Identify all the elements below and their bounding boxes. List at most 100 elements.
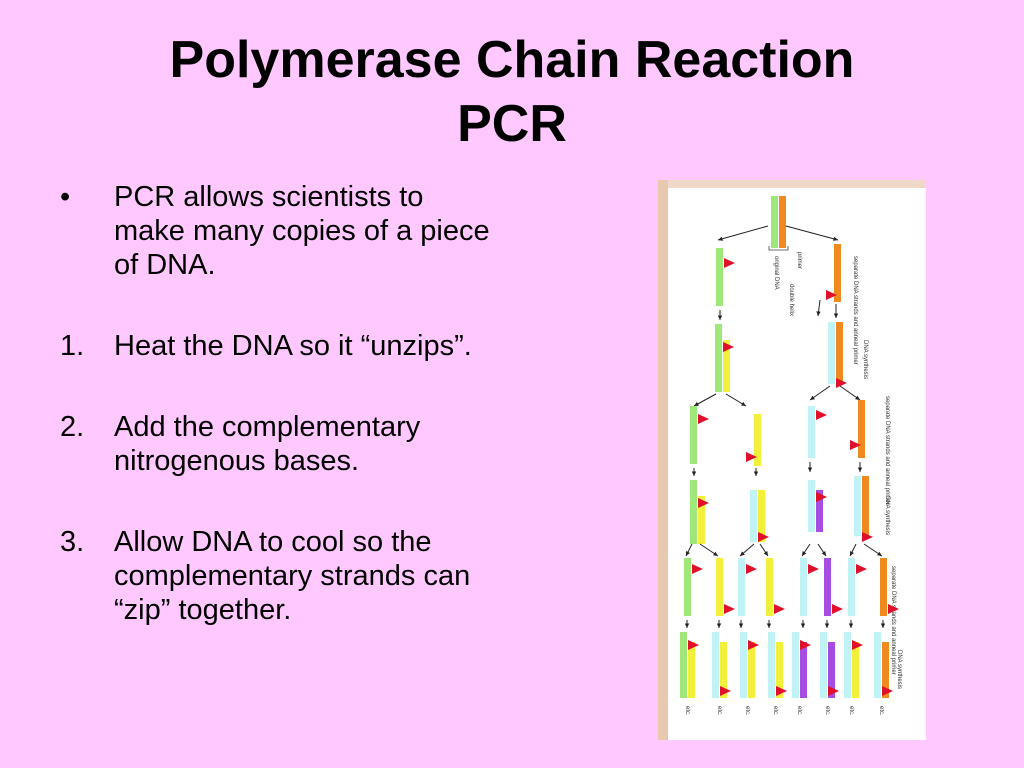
primer-mark — [688, 640, 699, 650]
dna-strand — [779, 196, 786, 248]
primer-mark — [828, 686, 839, 696]
slide-title: Polymerase Chain Reaction PCR — [0, 28, 1024, 156]
arrow-head — [686, 551, 690, 556]
dna-strand — [768, 632, 775, 698]
arrow-head — [684, 623, 690, 628]
primer-mark — [856, 564, 867, 574]
title-line-2: PCR — [457, 95, 567, 153]
dna-strand — [824, 558, 831, 616]
arrow-head — [753, 471, 759, 476]
arrow-head — [718, 236, 723, 241]
diagram-label: DNA synthesis — [896, 650, 902, 689]
dna-strand — [684, 558, 691, 616]
dna-strand — [740, 632, 747, 698]
diagram-label: etc. — [744, 706, 750, 716]
dna-strand — [690, 480, 697, 544]
diagram-label: etc. — [796, 706, 802, 716]
list-item: 1. Heat the DNA so it “unzips”. — [60, 329, 500, 363]
arrow-head — [880, 623, 886, 628]
diagram-label: DNA synthesis — [862, 340, 868, 379]
dna-strand — [716, 248, 723, 306]
title-line-1: Polymerase Chain Reaction — [169, 31, 855, 89]
primer-mark — [723, 342, 734, 352]
diagram-label: etc. — [772, 706, 778, 716]
arrow-head — [850, 551, 854, 556]
arrow-head — [691, 471, 697, 476]
diagram-label: original DNA — [773, 256, 779, 290]
list-item-text: Add the complementary nitrogenous bases. — [114, 411, 421, 477]
primer-mark — [862, 532, 873, 542]
image-border — [658, 180, 926, 188]
dna-strand — [834, 244, 841, 302]
primer-mark — [748, 640, 759, 650]
primer-mark — [758, 532, 769, 542]
primer-mark — [774, 604, 785, 614]
arrow-head — [855, 395, 860, 400]
bracket — [768, 246, 789, 251]
dna-strand — [712, 632, 719, 698]
dna-strand — [828, 642, 835, 698]
number-marker: 3. — [60, 526, 85, 558]
dna-strand — [816, 490, 823, 532]
arrow-head — [821, 551, 826, 556]
arrow-head — [738, 623, 744, 628]
primer-mark — [882, 686, 893, 696]
list-item: • PCR allows scientists to make many cop… — [60, 180, 500, 282]
diagram-label: etc. — [824, 706, 830, 716]
diagram-label: etc. — [684, 706, 690, 716]
primer-mark — [816, 492, 827, 502]
arrow-head — [810, 395, 815, 400]
arrow-head — [848, 623, 854, 628]
arrow-head — [694, 401, 699, 406]
primer-mark — [852, 640, 863, 650]
arrow-head — [857, 467, 863, 472]
dna-strand — [800, 558, 807, 616]
primer-mark — [746, 564, 757, 574]
diagram-label: separate DNA strands and anneal primer — [852, 256, 858, 365]
dna-strand — [852, 642, 859, 698]
primer-mark — [698, 414, 709, 424]
dna-strand — [848, 558, 855, 616]
dna-strand — [680, 632, 687, 698]
primer-mark — [888, 604, 899, 614]
primer-mark — [826, 290, 837, 300]
primer-mark — [808, 564, 819, 574]
diagram-label: separate DNA strands and anneal primer — [884, 396, 890, 505]
bullet-list: • PCR allows scientists to make many cop… — [60, 180, 500, 674]
dna-strand — [723, 340, 730, 392]
primer-mark — [850, 440, 861, 450]
dna-strand — [766, 558, 773, 616]
arrow-head — [740, 551, 745, 556]
primer-mark — [836, 378, 847, 388]
primer-mark — [800, 640, 811, 650]
diagram-label: primer — [796, 252, 802, 269]
dna-strand — [688, 642, 695, 698]
dna-strand — [844, 632, 851, 698]
dna-strand — [858, 400, 865, 458]
primer-mark — [776, 686, 787, 696]
primer-mark — [720, 686, 731, 696]
number-marker: 1. — [60, 330, 85, 362]
dna-strand — [771, 196, 778, 248]
dna-strand — [808, 406, 815, 458]
dna-strand — [828, 322, 835, 384]
dna-strand — [738, 558, 745, 616]
primer-mark — [832, 604, 843, 614]
diagram-label: separate DNA strands and anneal primer — [890, 566, 896, 675]
arrow-head — [713, 551, 718, 556]
number-marker: 2. — [60, 411, 85, 443]
dna-strand — [820, 632, 827, 698]
dna-strand — [808, 480, 815, 532]
arrow-head — [802, 551, 807, 556]
list-item-text: Heat the DNA so it “unzips”. — [114, 330, 472, 362]
diagram-label: DNA synthesis — [884, 496, 890, 535]
dna-strand — [715, 324, 722, 392]
primer-mark — [698, 498, 709, 508]
dna-strand — [874, 632, 881, 698]
dna-strand — [854, 476, 861, 536]
arrow-head — [807, 467, 813, 472]
primer-mark — [724, 258, 735, 268]
arrow-line — [785, 225, 839, 241]
arrow-head — [763, 551, 768, 556]
